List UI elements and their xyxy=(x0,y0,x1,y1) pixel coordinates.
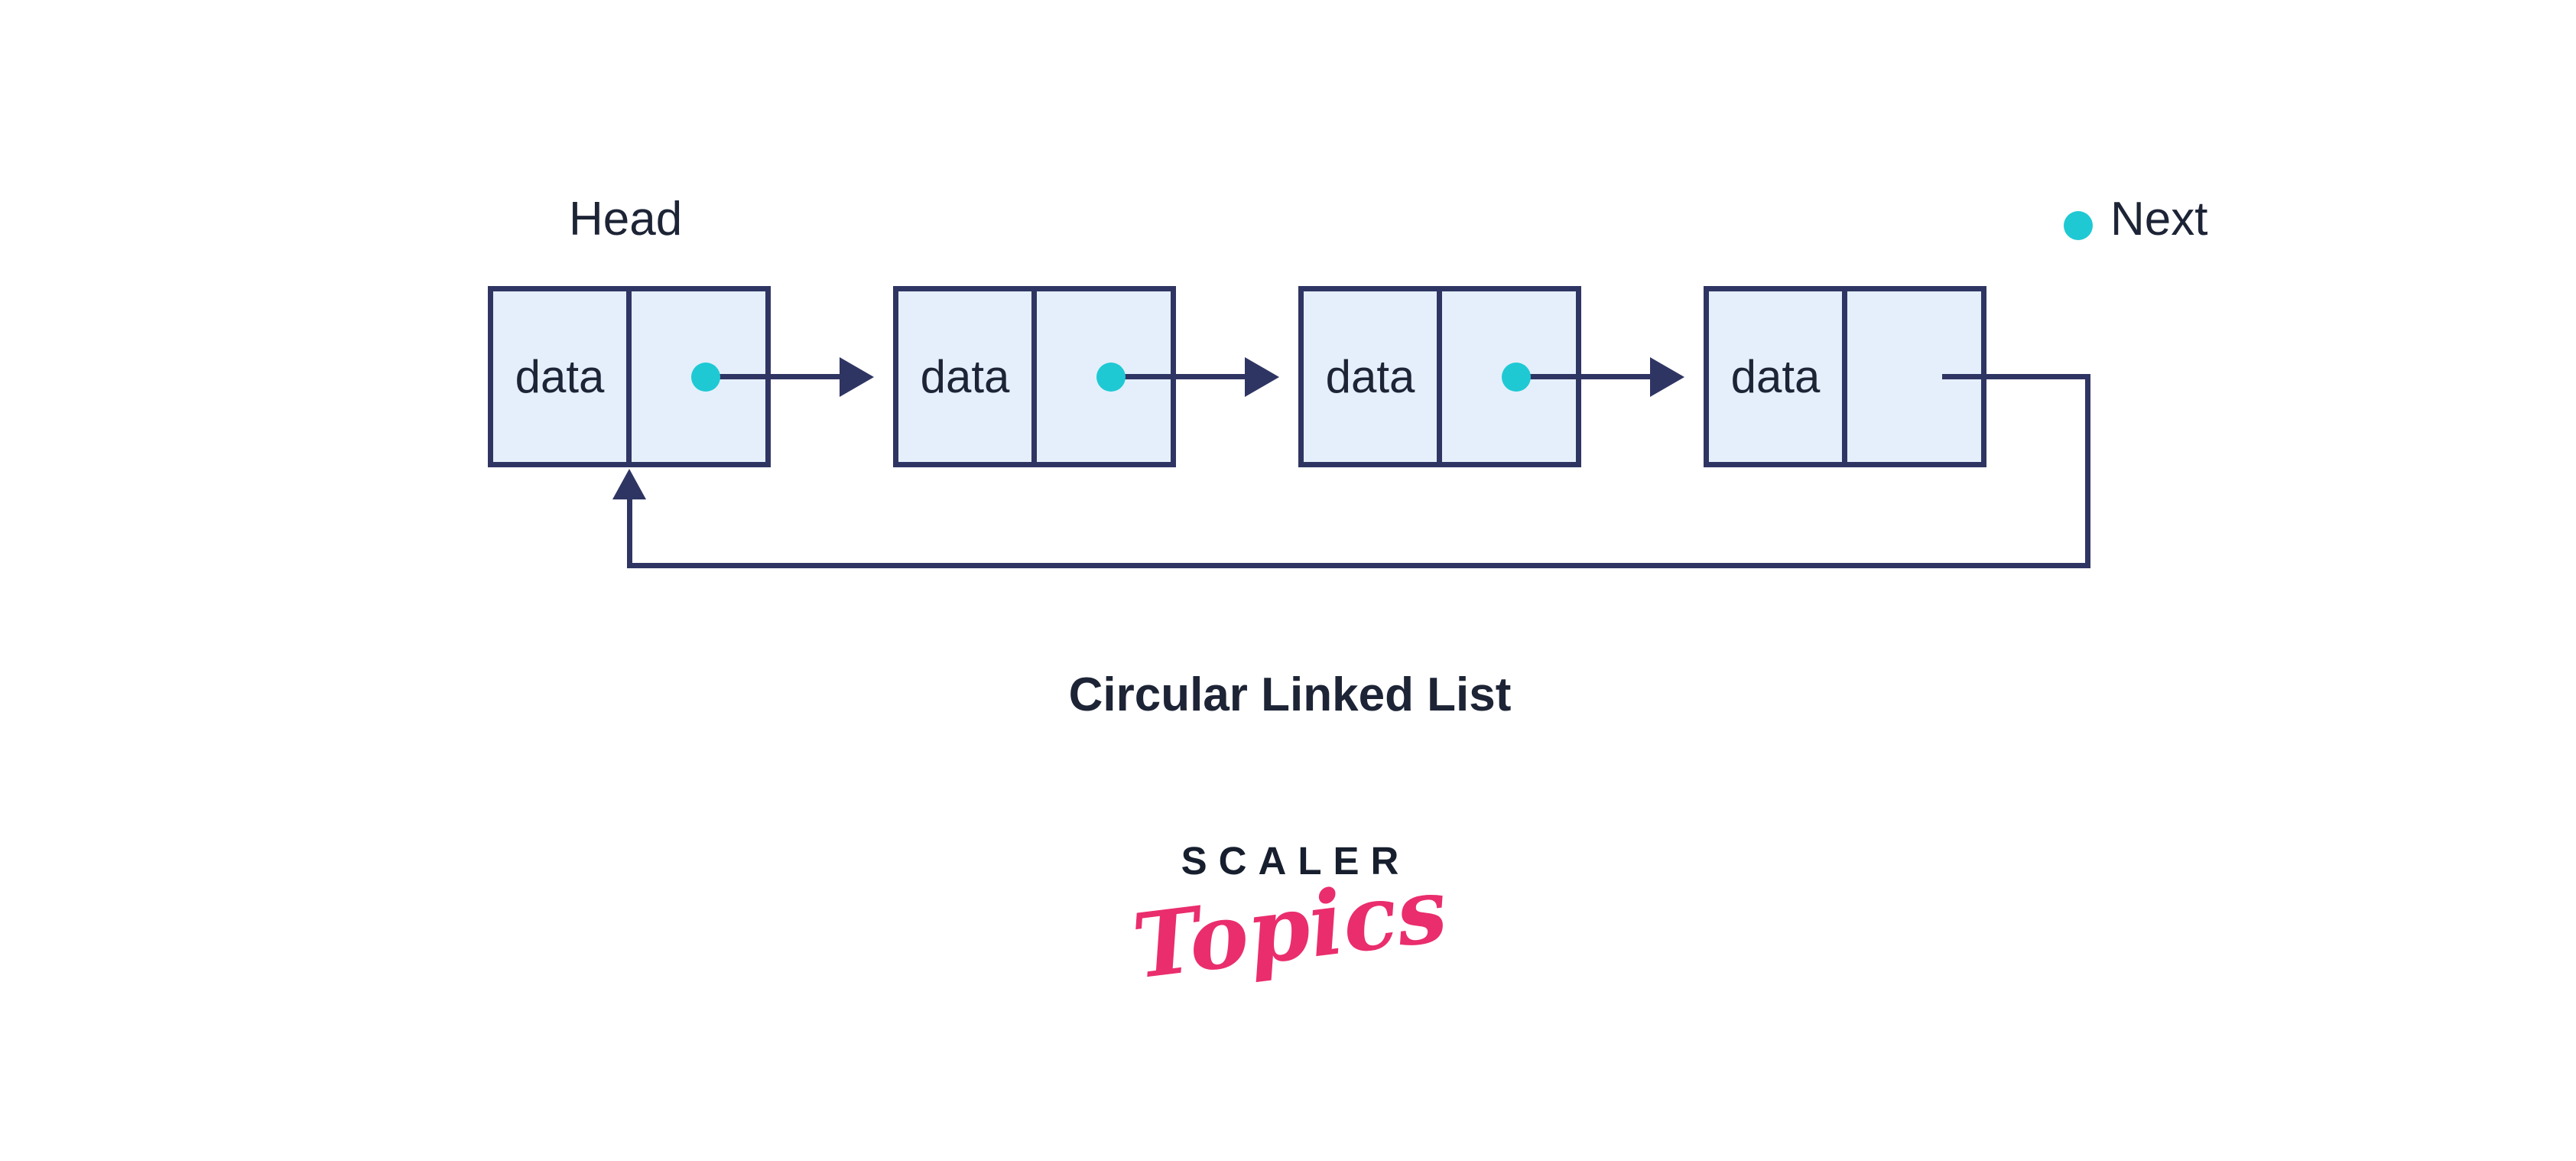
node-2-data-cell: data xyxy=(898,291,1037,462)
node-2-data-label: data xyxy=(920,350,1010,402)
circular-link-right-line xyxy=(2085,374,2090,568)
node-1-data-cell: data xyxy=(493,291,632,462)
circular-link-bottom-line xyxy=(627,563,2090,568)
next-link-3-line xyxy=(1514,374,1652,379)
diagram-title: Circular Linked List xyxy=(1068,668,1512,721)
node-4-data-label: data xyxy=(1730,350,1821,402)
scaler-logo-wordmark: SCALER xyxy=(1181,839,1411,883)
next-link-3-arrowhead-icon xyxy=(1650,357,1684,397)
circular-link-arrowhead-icon xyxy=(612,469,646,499)
next-link-2-line xyxy=(1109,374,1246,379)
node-3-data-cell: data xyxy=(1304,291,1442,462)
circular-link-left-line xyxy=(627,498,632,568)
next-link-1-line xyxy=(703,374,841,379)
next-link-2-arrowhead-icon xyxy=(1245,357,1279,397)
head-label: Head xyxy=(569,193,683,246)
node-1-next-pointer-dot-icon xyxy=(691,363,720,392)
next-pointer-legend-dot-icon xyxy=(2064,211,2093,240)
node-3-data-label: data xyxy=(1325,350,1415,402)
node-3-next-pointer-dot-icon xyxy=(1502,363,1531,392)
node-2-next-pointer-dot-icon xyxy=(1096,363,1126,392)
node-1-data-label: data xyxy=(515,350,605,402)
list-node-4: data xyxy=(1704,286,1986,467)
legend-label: Next xyxy=(2110,193,2208,246)
circular-link-stub-line xyxy=(1942,374,2085,379)
node-4-data-cell: data xyxy=(1709,291,1847,462)
next-link-1-arrowhead-icon xyxy=(840,357,874,397)
